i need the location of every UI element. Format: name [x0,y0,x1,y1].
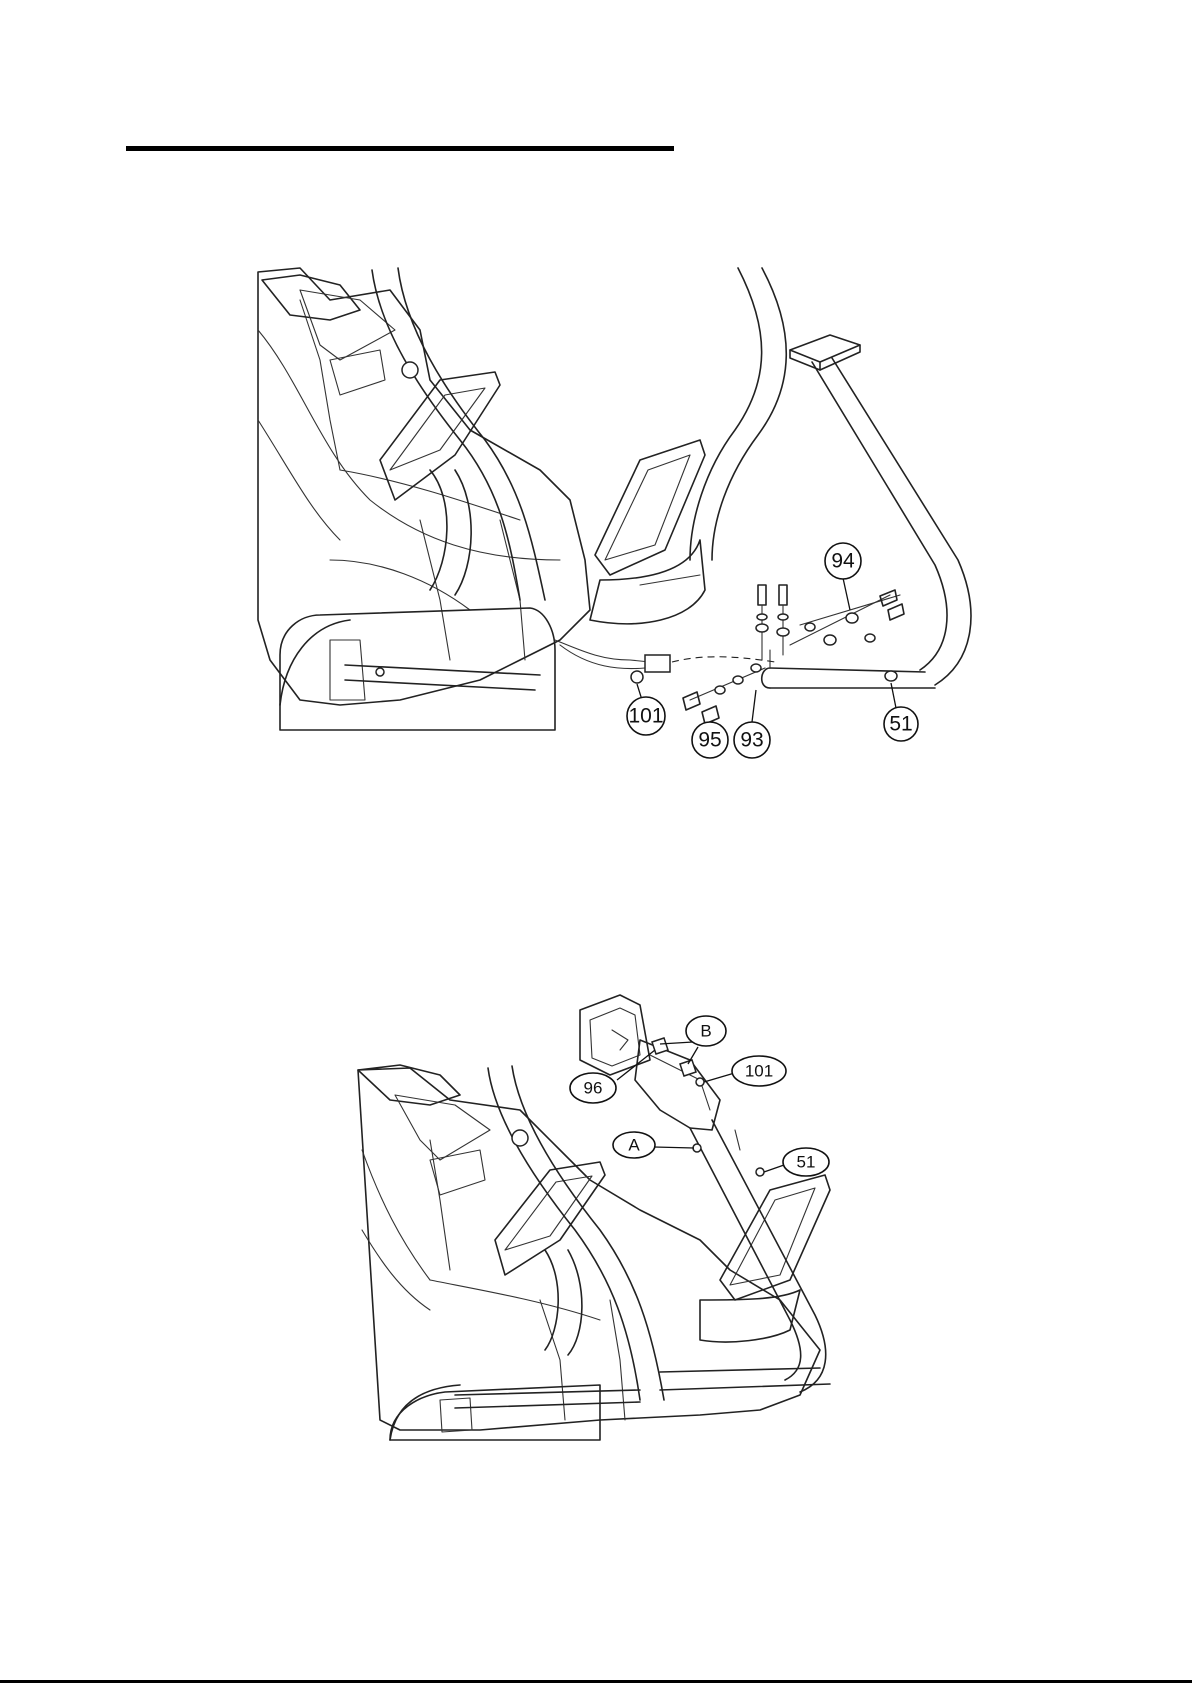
callout-94: 94 [825,543,861,610]
callout-b: B [660,1016,726,1064]
callout-95: 95 [692,722,728,758]
hardware-bolts [631,585,904,724]
callout-a-label: A [628,1136,640,1155]
callout-93-label: 93 [740,729,763,752]
callout-96: 96 [570,1050,655,1103]
callout-96-label: 96 [584,1079,603,1098]
callout-51-label: 51 [889,713,912,736]
callout-51-fig2-label: 51 [797,1153,816,1172]
callout-a: A [613,1132,694,1158]
footer-rule [0,1680,1192,1683]
callout-101: 101 [627,684,665,735]
callout-51-fig2: 51 [764,1148,829,1176]
callout-93: 93 [734,690,770,758]
machine-body-1 [258,268,786,730]
callout-b-label: B [700,1022,711,1041]
callout-101-fig2-label: 101 [745,1062,773,1081]
callout-51: 51 [884,683,918,741]
callout-94-label: 94 [831,550,855,573]
callout-101-fig2: 101 [704,1056,786,1086]
callout-95-label: 95 [698,729,721,752]
callout-101-label: 101 [628,705,663,728]
